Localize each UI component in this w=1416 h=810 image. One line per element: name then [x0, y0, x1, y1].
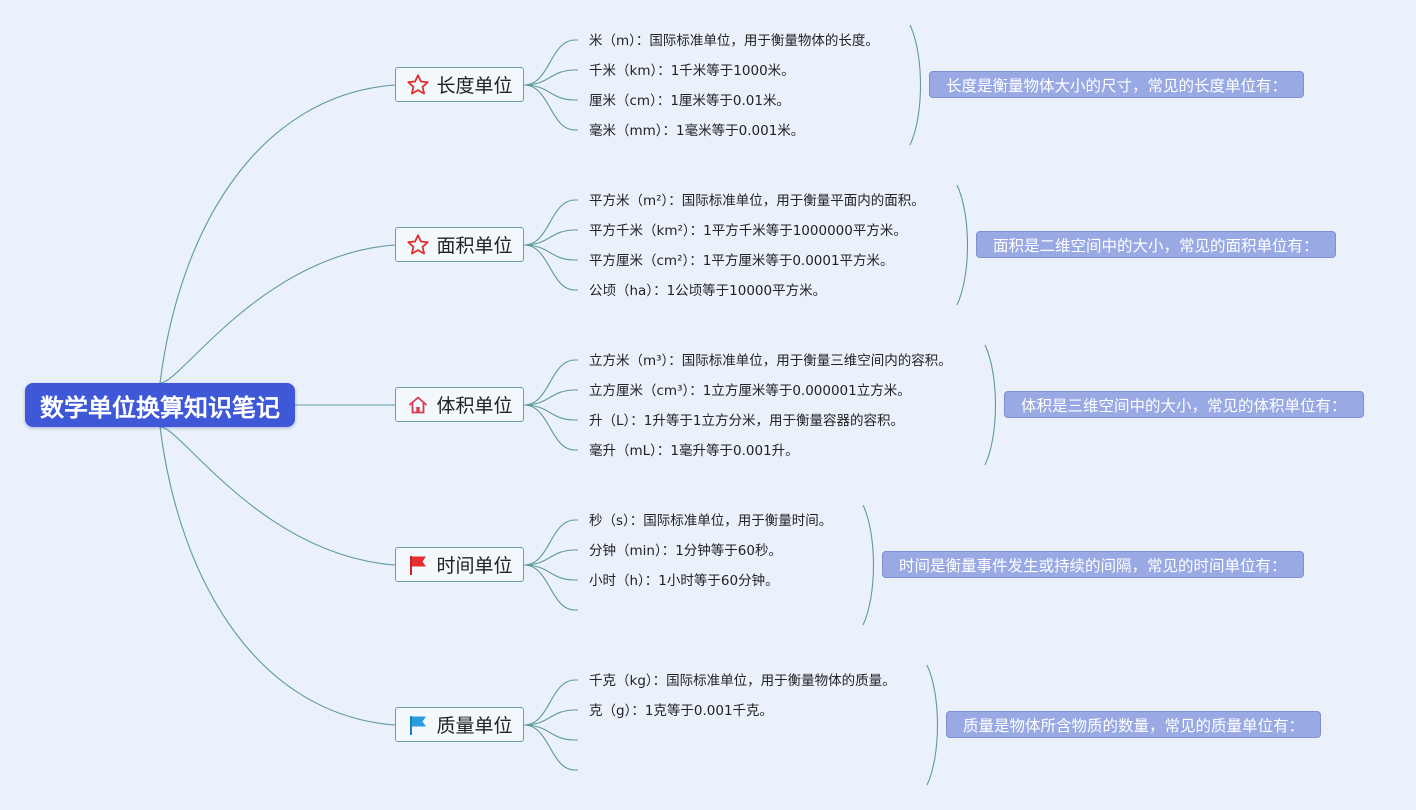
list-item: 千克（kg）：国际标准单位，用于衡量物体的质量。	[589, 673, 896, 689]
star-outline-icon	[406, 73, 430, 97]
list-item: 厘米（cm）：1厘米等于0.01米。	[589, 93, 790, 109]
summary-brace	[909, 24, 922, 146]
item-connector	[523, 679, 578, 726]
summary-note[interactable]: 质量是物体所含物质的数量，常见的质量单位有：	[946, 711, 1322, 738]
root-connector	[159, 244, 396, 384]
list-item: 克（g）：1克等于0.001千克。	[589, 703, 774, 719]
item-connector	[523, 84, 578, 131]
summary-brace	[956, 184, 969, 306]
item-connector	[523, 724, 578, 741]
item-connector	[523, 724, 578, 771]
item-connector	[523, 709, 578, 726]
item-connector	[523, 69, 578, 86]
topic-label: 体积单位	[436, 395, 513, 417]
list-item: 毫升（mL）：1毫升等于0.001升。	[589, 443, 799, 459]
list-item: 米（m）：国际标准单位，用于衡量物体的长度。	[589, 33, 879, 49]
list-item: 立方米（m³）：国际标准单位，用于衡量三维空间内的容积。	[589, 353, 952, 369]
item-connector	[523, 564, 578, 611]
topic-label: 面积单位	[436, 235, 513, 257]
topic-label: 长度单位	[436, 75, 513, 97]
item-connector	[523, 564, 578, 581]
list-item: 毫米（mm）：1毫米等于0.001米。	[589, 123, 805, 139]
topic-label: 质量单位	[436, 715, 513, 737]
list-item: 立方厘米（cm³）：1立方厘米等于0.000001立方米。	[589, 383, 911, 399]
list-item: 小时（h）：1小时等于60分钟。	[589, 573, 779, 589]
root-connector	[159, 84, 396, 384]
item-connector	[523, 39, 578, 86]
item-connector	[523, 199, 578, 246]
summary-note[interactable]: 长度是衡量物体大小的尺寸，常见的长度单位有：	[929, 71, 1305, 98]
list-item: 平方千米（km²）：1平方千米等于1000000平方米。	[589, 223, 907, 239]
item-connector	[523, 519, 578, 566]
list-item: 平方米（m²）：国际标准单位，用于衡量平面内的面积。	[589, 193, 925, 209]
item-connector	[523, 84, 578, 101]
list-item: 分钟（min）：1分钟等于60秒。	[589, 543, 782, 559]
root-connector	[159, 426, 396, 566]
topic-volume-units[interactable]: 体积单位	[395, 387, 524, 422]
item-connector	[523, 244, 578, 261]
list-item: 千米（km）：1千米等于1000米。	[589, 63, 795, 79]
item-connector	[523, 549, 578, 566]
root-topic[interactable]: 数学单位换算知识笔记	[25, 383, 295, 427]
list-item: 升（L）：1升等于1立方分米，用于衡量容器的容积。	[589, 413, 904, 429]
list-item: 平方厘米（cm²）：1平方厘米等于0.0001平方米。	[589, 253, 894, 269]
topic-length-units[interactable]: 长度单位	[395, 67, 524, 102]
summary-brace	[984, 344, 997, 466]
item-connector	[523, 244, 578, 291]
list-item: 秒（s）：国际标准单位，用于衡量时间。	[589, 513, 833, 529]
topic-area-units[interactable]: 面积单位	[395, 227, 524, 262]
item-connector	[523, 389, 578, 406]
item-connector	[523, 359, 578, 406]
item-connector	[523, 229, 578, 246]
summary-note[interactable]: 体积是三维空间中的大小，常见的体积单位有：	[1004, 391, 1364, 418]
star-outline-icon	[406, 233, 430, 257]
summary-brace	[862, 504, 875, 626]
blue-flag-icon	[406, 713, 430, 737]
item-connector	[523, 404, 578, 421]
summary-note[interactable]: 时间是衡量事件发生或持续的间隔，常见的时间单位有：	[882, 551, 1304, 578]
item-connector	[523, 404, 578, 451]
summary-brace	[926, 664, 939, 786]
topic-label: 时间单位	[436, 555, 513, 577]
topic-mass-units[interactable]: 质量单位	[395, 707, 524, 742]
root-connector	[159, 426, 396, 726]
red-flag-icon	[406, 553, 430, 577]
topic-time-units[interactable]: 时间单位	[395, 547, 524, 582]
home-icon	[406, 393, 430, 417]
summary-note[interactable]: 面积是二维空间中的大小，常见的面积单位有：	[976, 231, 1336, 258]
list-item: 公顷（ha）：1公顷等于10000平方米。	[589, 283, 827, 299]
